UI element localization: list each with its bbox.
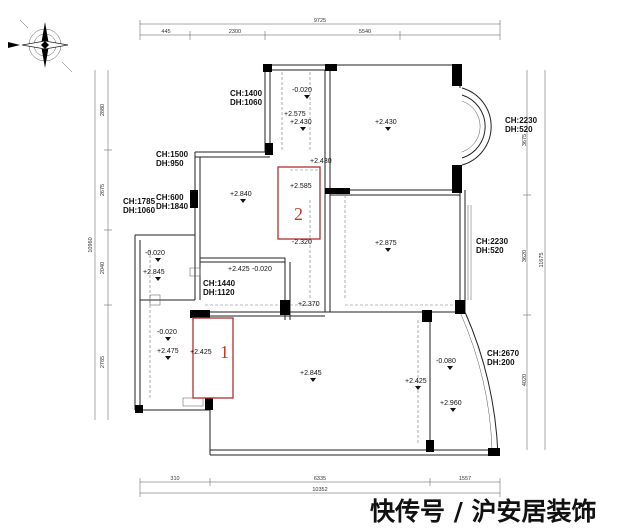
- dim-right-seg-3: 4020: [522, 374, 528, 386]
- level-2: +2.575: [284, 111, 306, 118]
- right-dimension-lines: [523, 70, 546, 450]
- left-dimension-lines: [94, 70, 112, 420]
- svg-text:DH:1060: DH:1060: [123, 206, 156, 215]
- annotation-a7: CH:2230 DH:520: [476, 237, 509, 255]
- walls: [134, 64, 500, 456]
- annotation-a8: CH:2670 DH:200: [487, 349, 520, 367]
- svg-text:CH:2230: CH:2230: [505, 116, 538, 125]
- svg-text:DH:1840: DH:1840: [156, 202, 189, 211]
- svg-text:DH:200: DH:200: [487, 358, 515, 367]
- dim-right-seg-1: 3675: [522, 134, 528, 146]
- dim-top-seg-3: 5540: [359, 29, 371, 35]
- annotation-a5: CH:1440 DH:1120: [203, 279, 236, 297]
- compass-icon: [8, 19, 73, 73]
- level-9: +2.845: [143, 269, 165, 276]
- dim-top-seg-1: 445: [161, 29, 170, 35]
- annotation-a6: CH:2230 DH:520: [505, 116, 538, 134]
- level-markers: [155, 95, 456, 412]
- svg-text:CH:1440: CH:1440: [203, 279, 236, 288]
- level-17: +2.425: [190, 349, 212, 356]
- level-13: -2.320: [292, 239, 312, 246]
- highlight-box-2: [277, 166, 321, 240]
- dim-right-total: 11675: [539, 253, 545, 268]
- level-7: +2.840: [230, 191, 252, 198]
- wall-posts: [135, 64, 500, 456]
- level-11: -0.020: [252, 266, 272, 273]
- level-5: +2.430: [310, 158, 332, 165]
- marker-1: 1: [220, 342, 229, 362]
- svg-text:CH:1500: CH:1500: [156, 150, 189, 159]
- svg-text:CH:1400: CH:1400: [230, 89, 263, 98]
- svg-text:CH:2670: CH:2670: [487, 349, 520, 358]
- annotation-a2: CH:1500 DH:950: [156, 150, 189, 168]
- dim-bottom-total: 10352: [312, 487, 327, 493]
- dim-top-seg-2: 2300: [229, 29, 241, 35]
- balcony-curve: [464, 311, 499, 456]
- dim-bottom-seg-3: 1557: [459, 476, 471, 482]
- watermark-text: 快传号 / 沪安居装饰: [370, 497, 597, 526]
- annotation-a4: CH:1785 DH:1060: [123, 197, 156, 215]
- balcony-curve-inner: [459, 311, 493, 451]
- level-20: -0.080: [436, 358, 456, 365]
- level-21: +2.960: [440, 400, 462, 407]
- dim-right-seg-2: 3620: [522, 250, 528, 262]
- dim-left-total: 10960: [88, 237, 94, 252]
- ceiling-lines: [149, 72, 455, 445]
- dim-bottom-seg-2: 6335: [314, 476, 326, 482]
- level-1: -0.020: [292, 87, 312, 94]
- svg-text:DH:520: DH:520: [505, 125, 533, 134]
- level-19: +2.425: [405, 378, 427, 385]
- svg-text:DH:520: DH:520: [476, 246, 504, 255]
- marker-2: 2: [294, 204, 303, 224]
- dim-left-seg-1: 2880: [100, 104, 106, 116]
- top-dimension-lines: [139, 20, 501, 40]
- level-18: +2.845: [300, 370, 322, 377]
- highlight-box-1: [192, 317, 234, 399]
- dim-bottom-seg-1: 310: [170, 476, 179, 482]
- level-16: +2.475: [157, 348, 179, 355]
- svg-text:CH:600: CH:600: [156, 193, 184, 202]
- svg-text:CH:2230: CH:2230: [476, 237, 509, 246]
- level-12: +2.875: [375, 240, 397, 247]
- svg-text:DH:1120: DH:1120: [203, 288, 235, 297]
- right-windows: [467, 205, 472, 300]
- svg-text:CH:1785: CH:1785: [123, 197, 156, 206]
- dim-top-total: 9725: [314, 18, 326, 24]
- svg-text:DH:950: DH:950: [156, 159, 184, 168]
- level-8: -0.020: [145, 250, 165, 257]
- bottom-dimension-lines: [139, 478, 501, 497]
- bay-window: [461, 87, 492, 166]
- svg-text:DH:1060: DH:1060: [230, 98, 263, 107]
- dim-left-seg-3: 2040: [100, 262, 106, 274]
- dim-left-seg-4: 2785: [100, 356, 106, 368]
- annotation-a1: CH:1400 DH:1060: [230, 89, 263, 107]
- annotation-a3: CH:600 DH:1840: [156, 193, 189, 211]
- level-3: +2.430: [290, 119, 312, 126]
- dim-left-seg-2: 2675: [100, 184, 106, 196]
- level-4: +2.430: [375, 119, 397, 126]
- level-6: +2.585: [290, 183, 312, 190]
- level-10: +2.425: [228, 266, 250, 273]
- level-14: +2.370: [298, 301, 320, 308]
- level-15: -0.020: [157, 329, 177, 336]
